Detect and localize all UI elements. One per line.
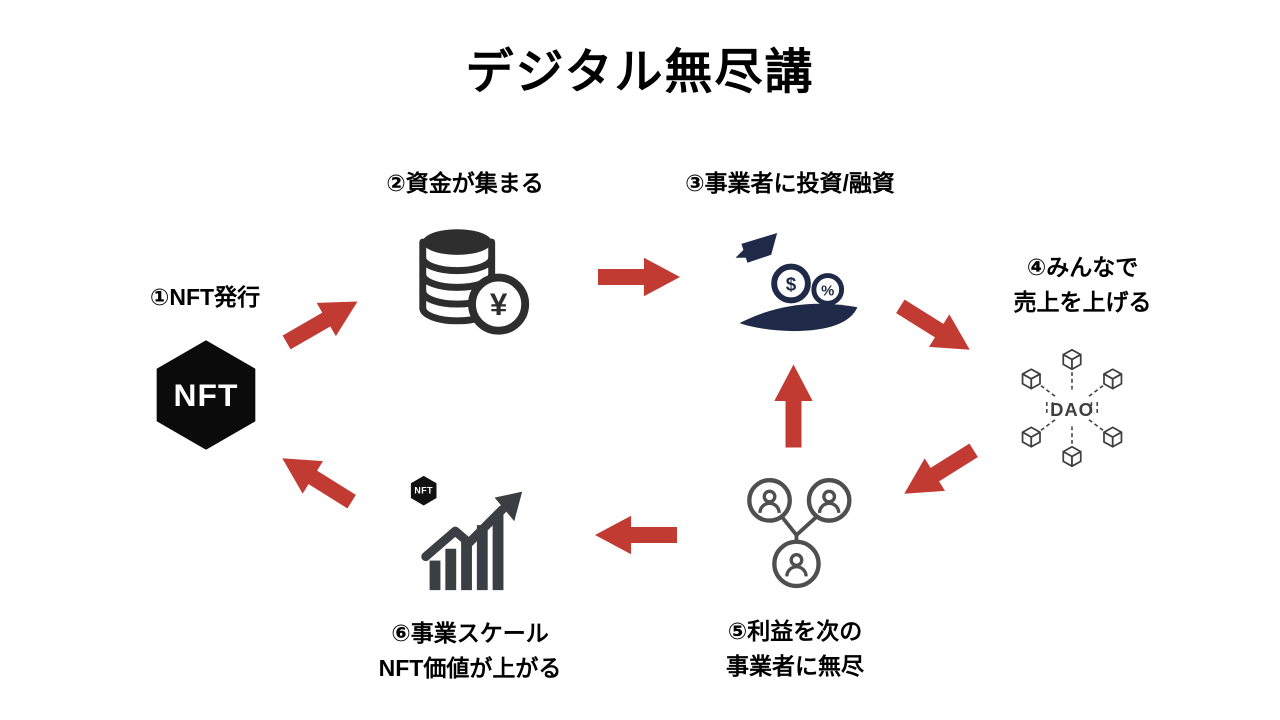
- step6-label: ⑥事業スケール NFT価値が上がる: [340, 616, 600, 685]
- people-network-icon: [733, 473, 858, 598]
- nft-badge-text: NFT: [414, 486, 433, 496]
- step4-label: ④みんなで 売上を上げる: [985, 250, 1180, 319]
- arrow-step6-to-step1: [272, 441, 363, 518]
- step3-label: ③事業者に投資/融資: [685, 170, 895, 196]
- trend-line: [421, 504, 507, 562]
- yen-coin-circle: [468, 273, 530, 335]
- arrow-step3-to-step4: [890, 289, 981, 366]
- step5-label-line2: 事業者に無尽: [726, 652, 864, 679]
- arrow-step1-to-step2: [276, 284, 367, 360]
- hand-receiving-money-icon: $ %: [725, 228, 865, 342]
- arrow-step4-to-step5: [894, 433, 985, 510]
- dollar-symbol-text: $: [786, 273, 797, 294]
- trend-arrowhead: [494, 491, 523, 522]
- percent-symbol-text: %: [821, 283, 834, 299]
- dao-connector-lines: [1040, 372, 1104, 444]
- arrow-step5-to-step6: [595, 515, 677, 555]
- growth-chart-nft-icon: NFT: [402, 470, 535, 598]
- arrow-step5-to-step3: [774, 365, 814, 448]
- nft-hexagon-icon: NFT: [150, 338, 262, 452]
- step4-label-line2: 売上を上げる: [1013, 288, 1152, 315]
- dao-label-text: DAO: [1050, 399, 1094, 420]
- receiving-hand-shape: [739, 303, 858, 332]
- step6-label-line2: NFT価値が上がる: [378, 654, 562, 681]
- step5-label: ⑤利益を次の 事業者に無尽: [690, 614, 900, 683]
- people-connector-lines: [779, 514, 819, 542]
- chart-bars: [429, 513, 504, 591]
- page-title: デジタル無尽講: [465, 46, 815, 99]
- step1-label: ①NFT発行: [149, 284, 261, 310]
- step5-label-line1: ⑤利益を次の: [727, 618, 863, 644]
- step6-label-line1: ⑥事業スケール: [391, 620, 549, 646]
- nft-badge-hexagon: [410, 475, 437, 506]
- hexagon-shape: [156, 340, 256, 450]
- coin-stack-yen-icon: ¥: [408, 216, 536, 342]
- nft-logo-text: NFT: [173, 377, 238, 413]
- percent-coin-circle: [811, 273, 845, 306]
- yen-symbol-text: ¥: [490, 286, 508, 322]
- arrow-step2-to-step3: [598, 257, 680, 297]
- dao-network-icon: DAO: [1008, 345, 1136, 471]
- dollar-coin-circle: [771, 263, 811, 304]
- step2-label: ②資金が集まる: [386, 170, 544, 196]
- giving-hand-shape: [735, 245, 754, 258]
- step4-label-line1: ④みんなで: [1026, 254, 1139, 280]
